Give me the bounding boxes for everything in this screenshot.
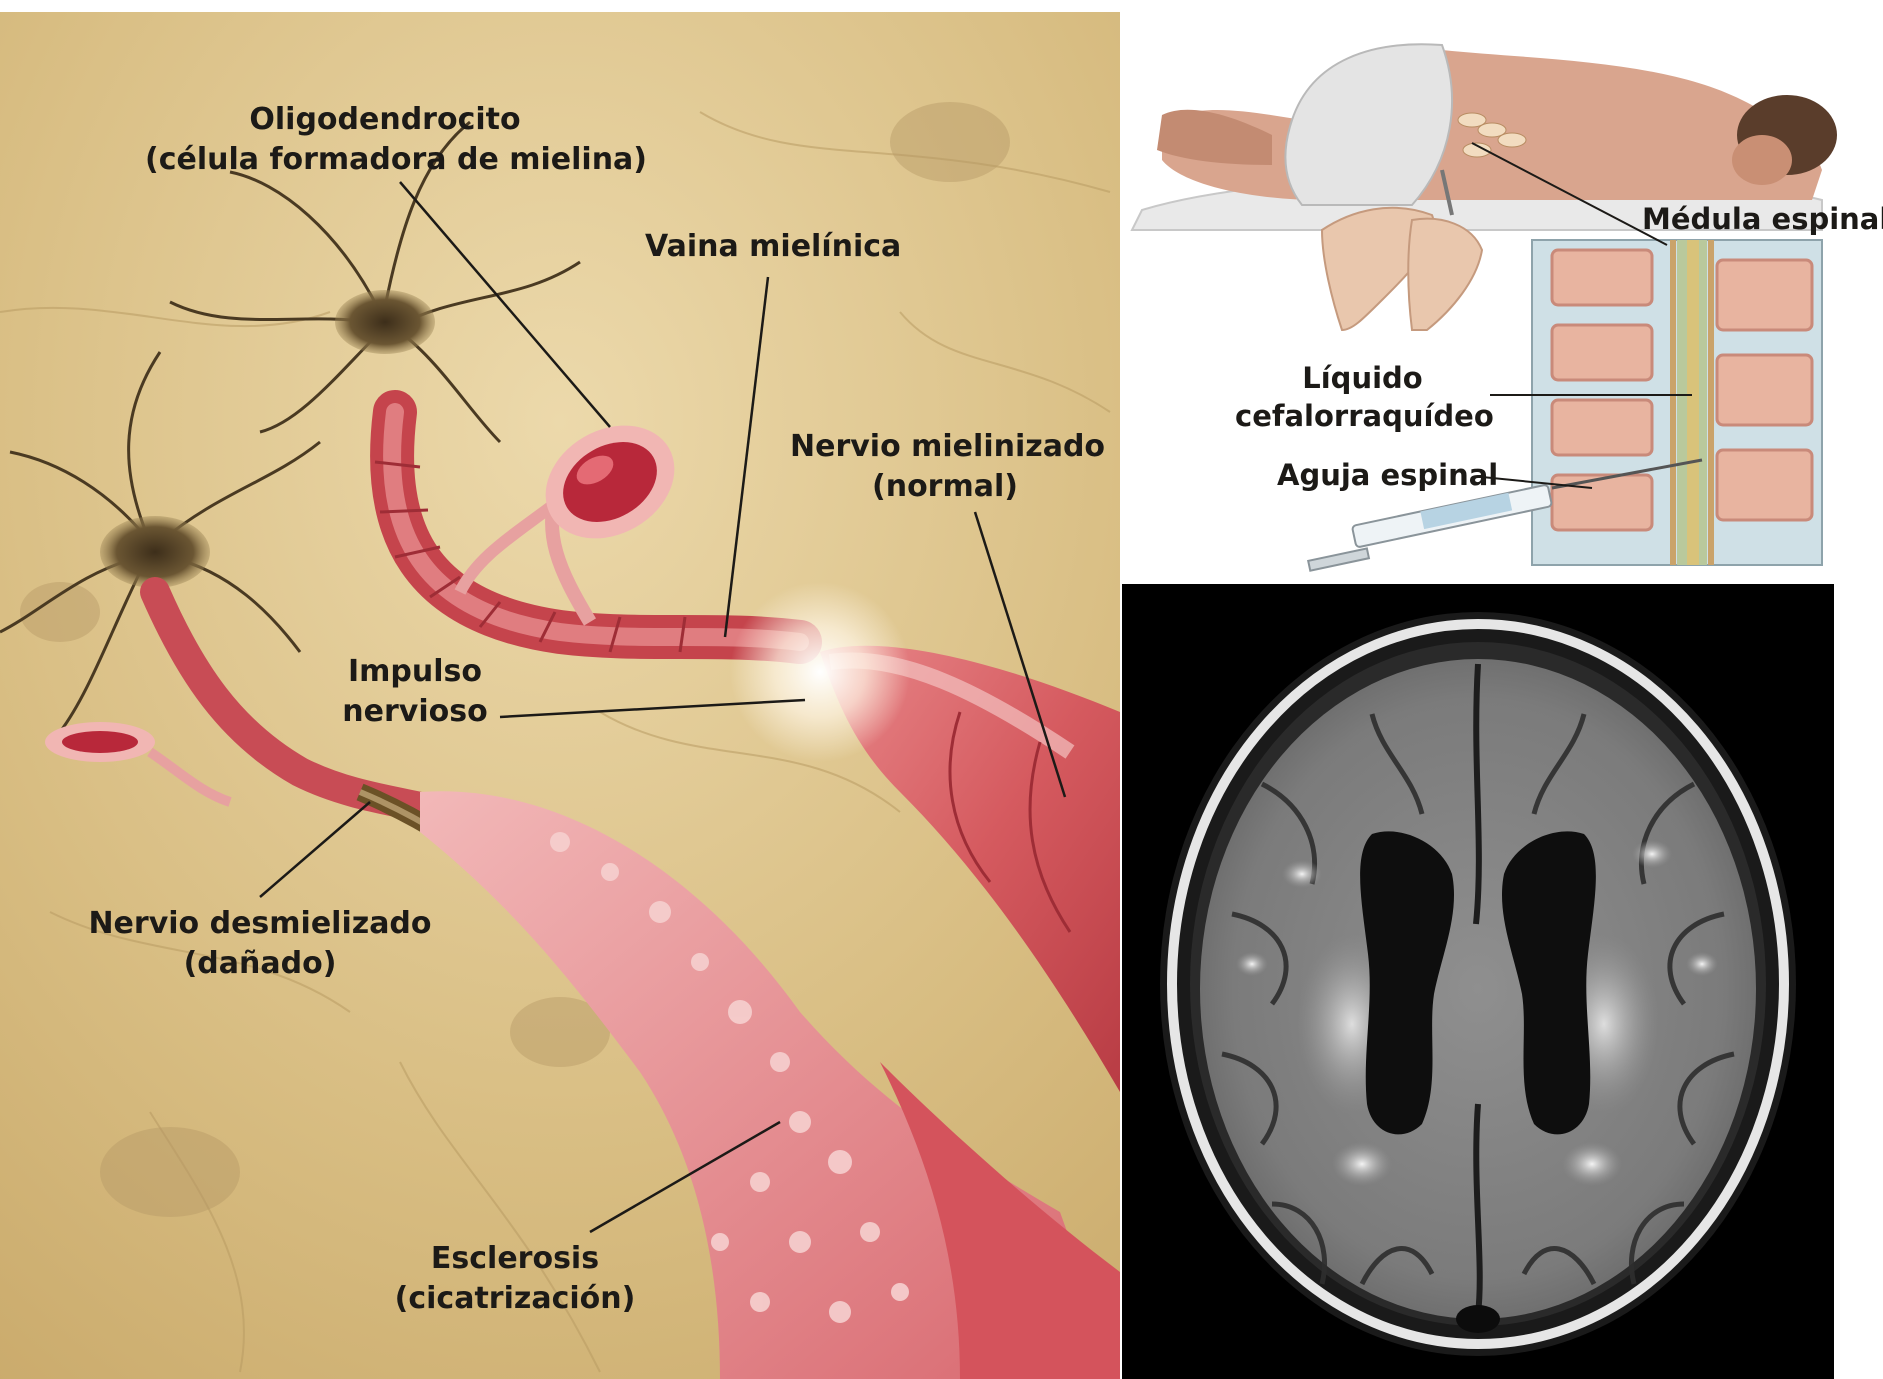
spinal-needle-label: Aguja espinal — [1277, 456, 1498, 494]
myelin-sheath-label: Vaina mielínica — [645, 227, 895, 267]
myelinated-nerve-label: Nervio mielinizado (normal) — [790, 427, 1100, 507]
sclerosis-label: Esclerosis (cicatrización) — [390, 1239, 640, 1319]
brain-mri-panel — [1122, 584, 1834, 1379]
brain-mri-scan — [1122, 584, 1834, 1379]
nerve-illustration — [0, 12, 1120, 1379]
lumbar-puncture-panel: Médula espinal Líquido cefalorraquídeo A… — [1122, 0, 1883, 580]
lumbar-puncture-illustration — [1122, 0, 1883, 580]
nerve-illustration-panel: Oligodendrocito (célula formadora de mie… — [0, 12, 1120, 1379]
demyelinated-nerve-label: Nervio desmielizado (dañado) — [85, 904, 435, 984]
csf-label: Líquido cefalorraquídeo — [1235, 359, 1490, 435]
spinal-cord-label: Médula espinal — [1642, 200, 1883, 238]
oligodendrocyte-label: Oligodendrocito (célula formadora de mie… — [145, 100, 625, 180]
nerve-impulse-label: Impulso nervioso — [330, 652, 500, 732]
